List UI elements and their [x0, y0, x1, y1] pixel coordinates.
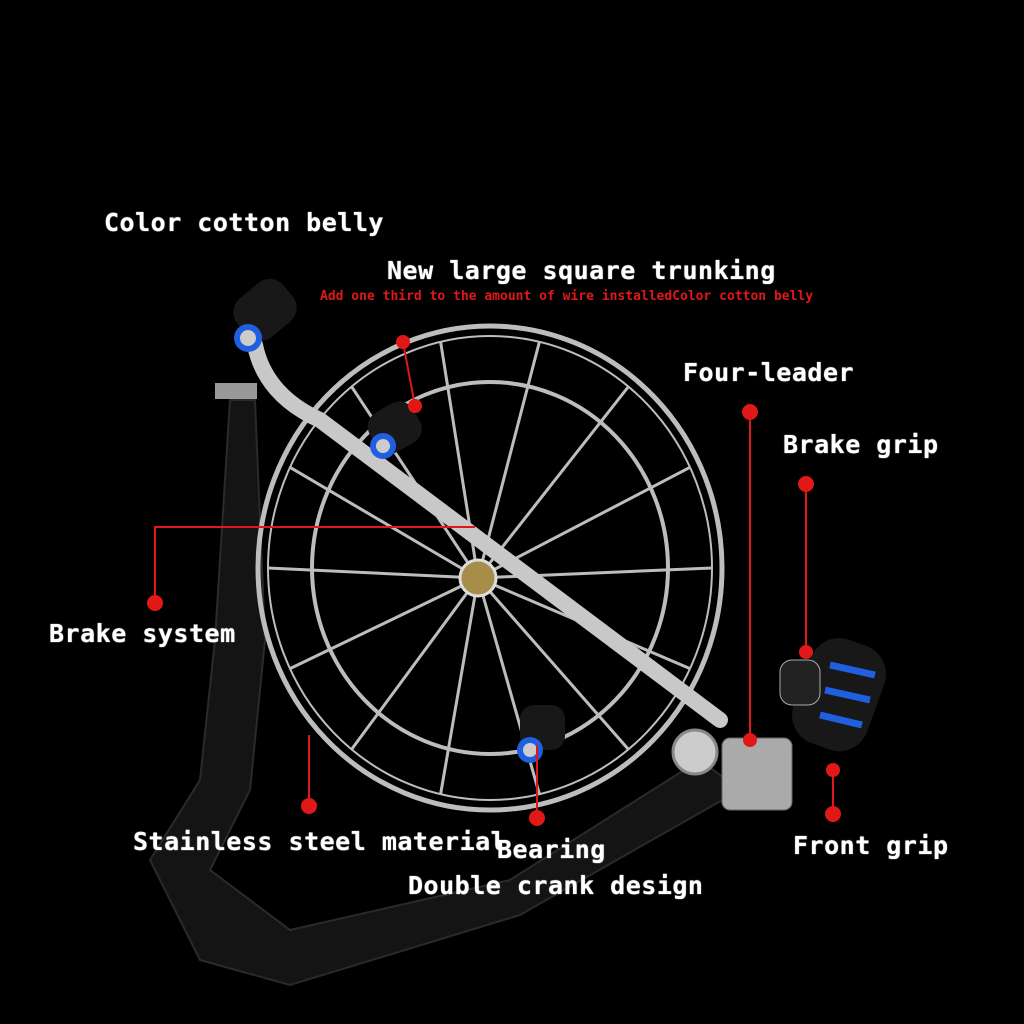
- wheel-spoke: [350, 577, 480, 751]
- crank-arm: [247, 337, 728, 728]
- wheel-spoke: [267, 566, 479, 580]
- brake-clamp: [721, 737, 793, 811]
- wheel-spoke: [476, 577, 630, 751]
- label-bearing: Bearing: [497, 835, 606, 864]
- wheel-spoke: [476, 385, 630, 579]
- reel-wheel: [255, 323, 725, 813]
- spoke-handle-top: [367, 401, 422, 459]
- top-grip: [233, 278, 297, 352]
- brake-grip-handle: [779, 659, 821, 706]
- wheel-spoke: [439, 577, 480, 795]
- hub: [458, 558, 498, 598]
- label-square-trunking-sub: Add one third to the amount of wire inst…: [320, 289, 814, 304]
- label-double-crank: Double crank design: [408, 871, 704, 900]
- label-stainless-steel: Stainless steel material: [133, 827, 507, 856]
- label-square-trunking: New large square trunking: [387, 256, 776, 285]
- spoke-handle-bottom: [517, 705, 565, 763]
- label-color-cotton-belly: Color cotton belly: [104, 208, 384, 237]
- wheel-spoke: [289, 576, 479, 671]
- label-four-leader: Four-leader: [683, 358, 855, 387]
- label-front-grip: Front grip: [793, 831, 949, 860]
- wheel-spoke: [289, 466, 479, 580]
- label-brake-system: Brake system: [49, 619, 236, 648]
- shoulder-strap: [148, 399, 742, 987]
- callouts: [147, 335, 841, 826]
- strap-buckle: [215, 383, 257, 399]
- label-brake-grip: Brake grip: [783, 430, 939, 459]
- front-bearing: [671, 728, 719, 776]
